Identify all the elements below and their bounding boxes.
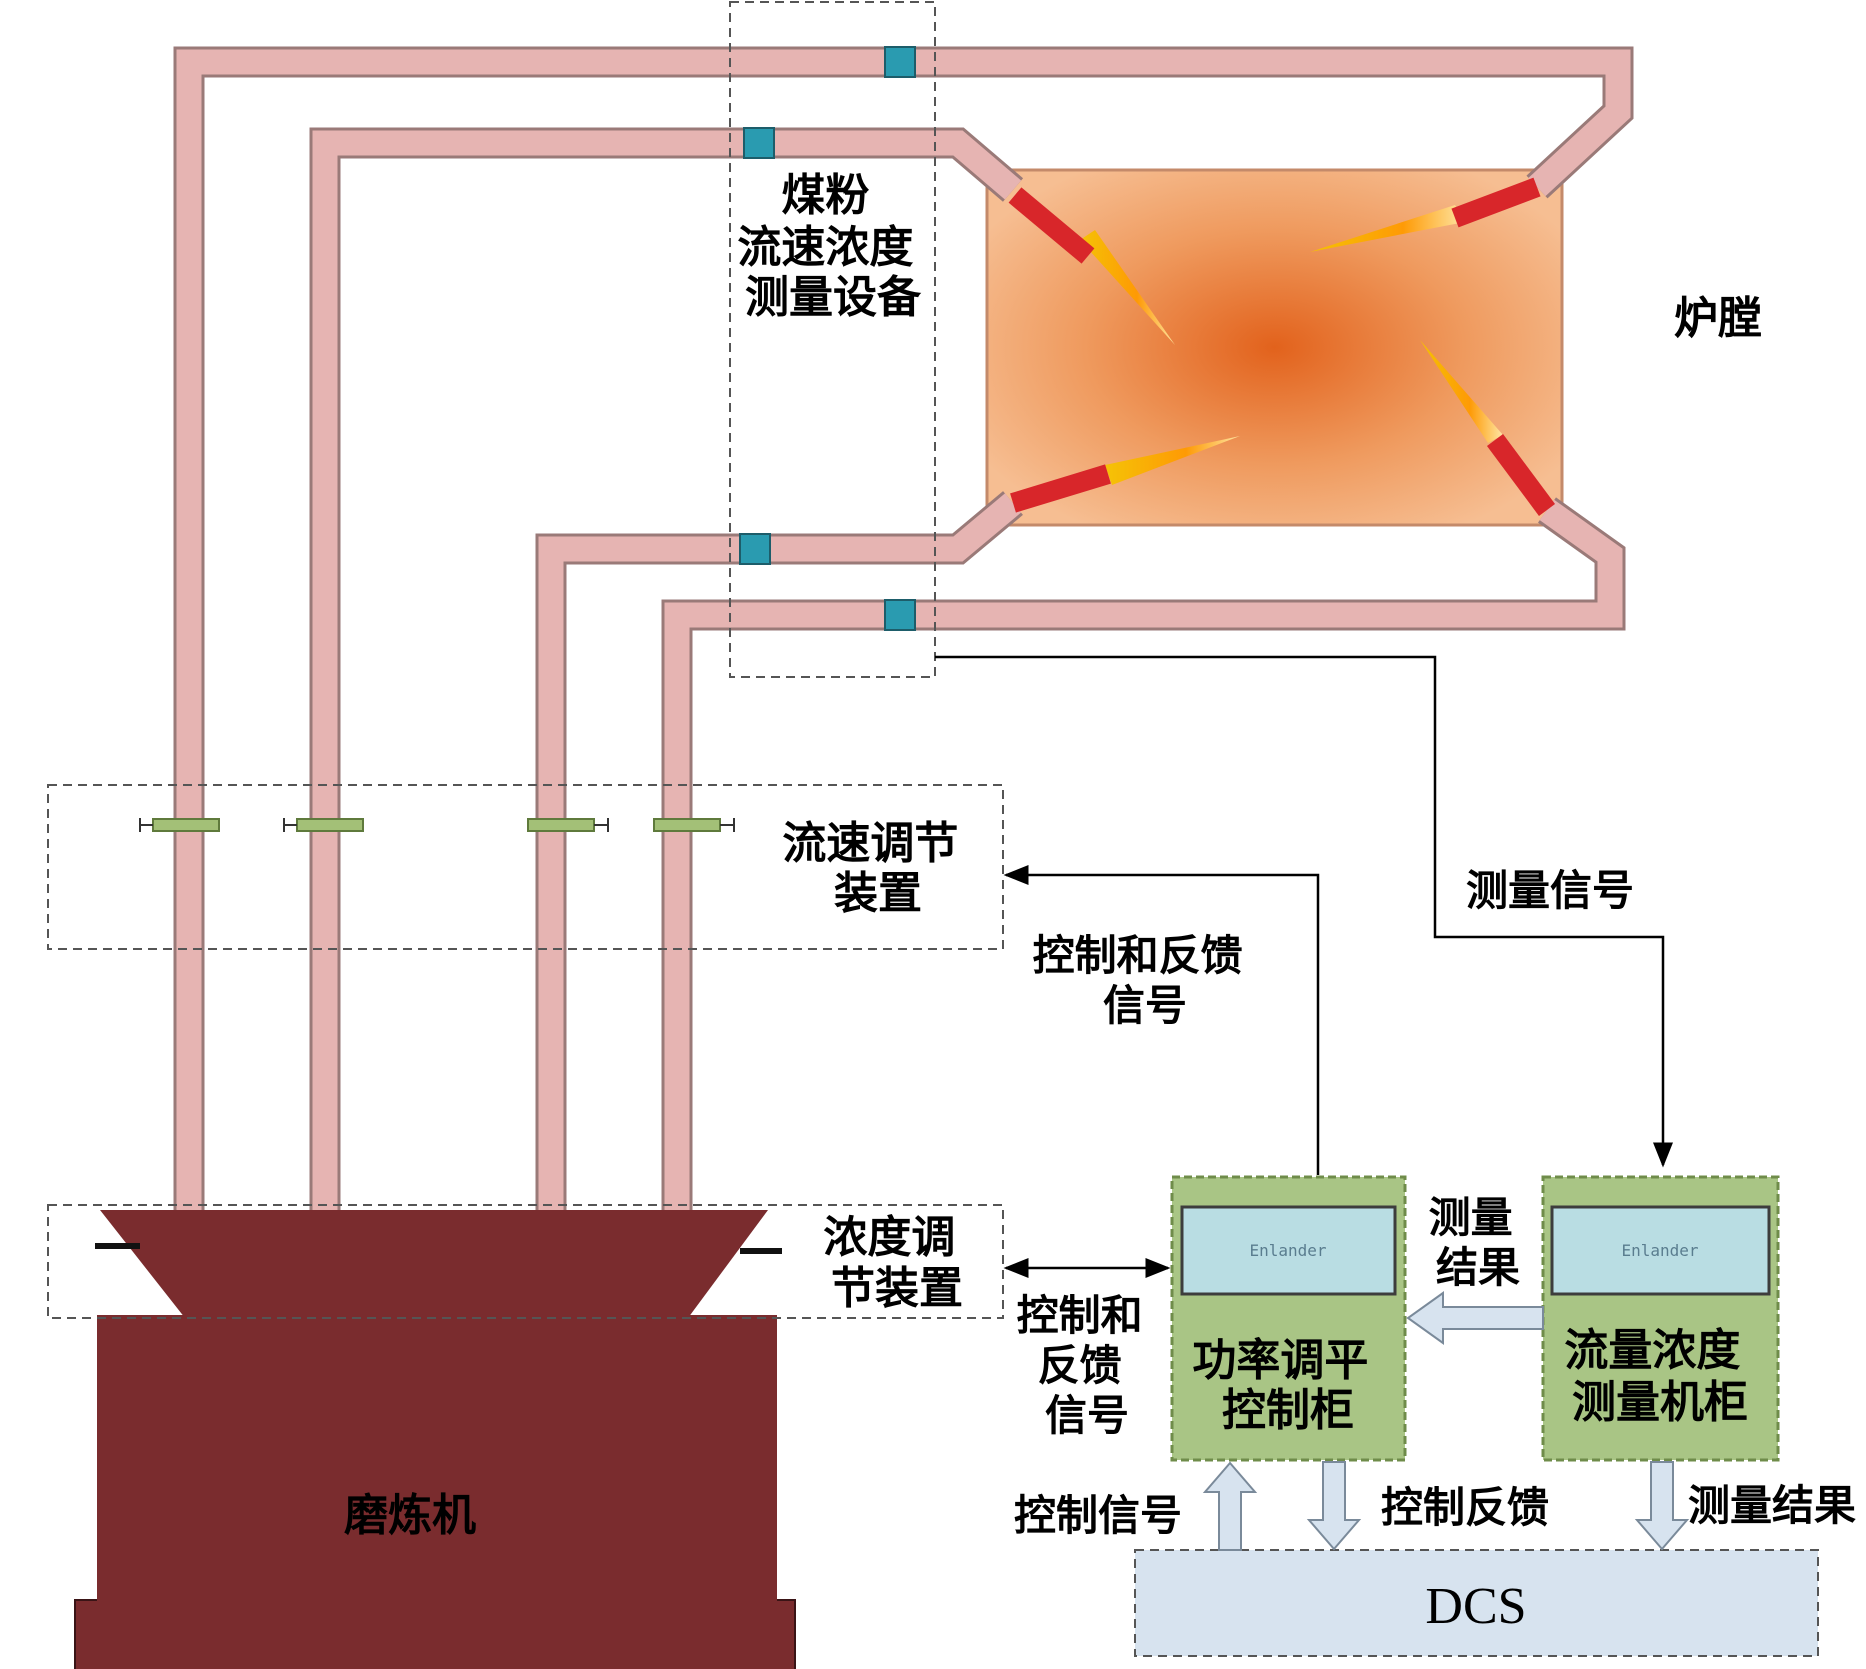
dcs-label: DCS xyxy=(1425,1578,1526,1635)
valve xyxy=(527,818,609,832)
sensor-square xyxy=(884,599,916,631)
control-signal-label: 控制信号 xyxy=(1014,1491,1182,1540)
mill xyxy=(74,1210,796,1669)
density-adjust-label: 浓度调 节装置 xyxy=(823,1212,970,1314)
sensor-square xyxy=(743,127,775,159)
mill-body xyxy=(97,1315,777,1602)
velocity-adjust-box xyxy=(47,784,1004,950)
velocity-valves xyxy=(139,818,735,832)
cabinet-screen xyxy=(1550,1205,1771,1296)
furnace-body xyxy=(985,168,1564,527)
measure-signal-line xyxy=(935,655,1673,1168)
measure-result-mid-label: 测量 结果 xyxy=(1429,1193,1528,1292)
measure-signal-label: 测量信号 xyxy=(1466,866,1634,915)
burner-nozzle xyxy=(1010,464,1111,513)
burner-nozzle xyxy=(1008,187,1095,264)
power-cabinet-label: 功率调平 控制柜 xyxy=(1192,1335,1383,1436)
sensor-square xyxy=(884,46,916,78)
flame xyxy=(1105,436,1240,485)
flame xyxy=(1080,230,1175,345)
flame xyxy=(1420,340,1503,443)
measure-result-bottom-label: 测量结果 xyxy=(1688,1481,1856,1530)
velocity-control-line xyxy=(1003,865,1320,1175)
valve xyxy=(653,818,735,832)
control-signal-arrow xyxy=(1202,1461,1258,1551)
mill-hopper xyxy=(100,1210,768,1318)
dcs-box xyxy=(1134,1549,1819,1657)
screen-text: Enlander xyxy=(1621,1241,1698,1260)
flow-sensors xyxy=(739,46,916,631)
mill-base xyxy=(74,1599,796,1669)
power-leveling-cabinet: Enlander 功率调平 控制柜 xyxy=(1170,1175,1407,1462)
velocity-adjust-label: 流速调节 装置 xyxy=(782,818,973,919)
furnace-label: 炉膛 xyxy=(1674,293,1762,344)
measure-device-box xyxy=(729,1,936,678)
density-adjust-box xyxy=(47,1204,1004,1319)
burners xyxy=(1008,177,1556,516)
control-feedback-left-label: 控制和 反馈 信号 xyxy=(1017,1291,1158,1440)
valve xyxy=(283,818,364,832)
cabinet-screen xyxy=(1180,1205,1397,1296)
control-fb-label: 控制反馈 xyxy=(1381,1483,1549,1532)
sensor-square xyxy=(739,533,771,565)
measure-result-arrow xyxy=(1406,1291,1544,1345)
flow-density-cabinet: Enlander 流量浓度 测量机柜 xyxy=(1541,1175,1780,1462)
measure-result-down-arrow xyxy=(1634,1461,1690,1551)
control-feedback-top-label: 控制和反馈 信号 xyxy=(1033,931,1258,1030)
flow-cabinet-label: 流量浓度 测量机柜 xyxy=(1564,1325,1755,1428)
coal-pipes xyxy=(173,46,1634,1210)
burner-nozzle xyxy=(1451,177,1541,228)
control-feedback-arrow xyxy=(1306,1461,1362,1551)
mill-label: 磨炼机 xyxy=(344,1490,476,1541)
burner-nozzle xyxy=(1486,434,1556,516)
flame xyxy=(1310,205,1465,252)
screen-text: Enlander xyxy=(1249,1241,1326,1260)
measure-device-label: 煤粉 流速浓度 测量设备 xyxy=(737,170,928,323)
valve xyxy=(139,818,220,832)
